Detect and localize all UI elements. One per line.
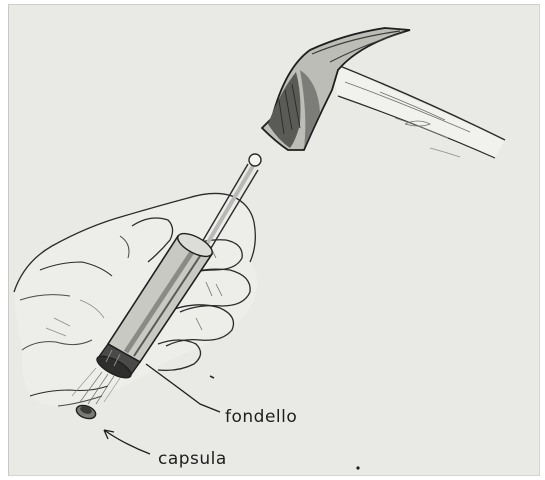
- hammer-handle: [330, 62, 505, 158]
- label-fondello: fondello: [225, 407, 297, 427]
- hand: [14, 193, 257, 406]
- primer-capsule: [75, 403, 98, 421]
- ink-speck: [356, 466, 359, 469]
- label-capsula: capsula: [158, 449, 227, 469]
- hammer: [262, 28, 505, 158]
